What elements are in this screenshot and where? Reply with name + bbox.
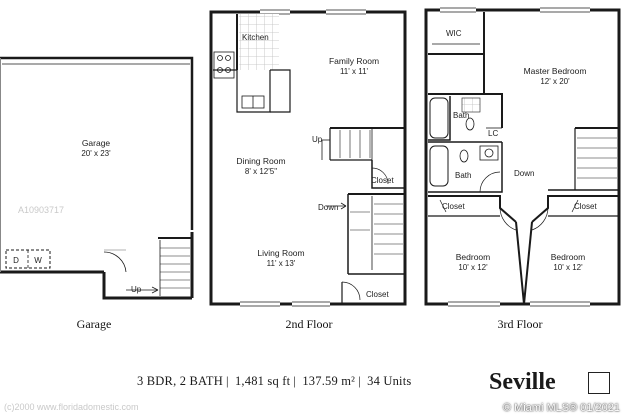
dining-room-name: Dining Room	[236, 156, 285, 166]
bedroom-two-dims: 10' x 12'	[553, 263, 583, 272]
third-closet-right-label: Closet	[574, 202, 597, 211]
second-closet-upper-label: Closet	[371, 176, 394, 185]
second-stairs-up-label: Up	[312, 135, 323, 144]
bath-lower-label: Bath	[455, 171, 471, 180]
master-bedroom-name: Master Bedroom	[524, 66, 587, 76]
living-room-name: Living Room	[257, 248, 304, 258]
second-stairs-down-label: Down	[318, 203, 338, 212]
third-floor-plan	[424, 7, 621, 307]
third-floor-label: 3rd Floor	[498, 317, 543, 331]
dining-room-dims: 8' x 12'5"	[245, 167, 277, 176]
listing-id-watermark: A10903717	[18, 205, 65, 215]
square-feet-text: 1,481 sq ft	[234, 374, 291, 388]
kitchen-label: Kitchen	[242, 33, 269, 42]
bedroom-two-name: Bedroom	[551, 252, 586, 262]
linen-closet-label: LC	[488, 129, 498, 138]
bedroom-one-dims: 10' x 12'	[458, 263, 488, 272]
unit-count-text: 34 Units	[367, 374, 412, 388]
bedrooms-baths-text: 3 BDR, 2 BATH	[137, 374, 223, 388]
bath-upper-label: Bath	[453, 111, 469, 120]
garage-room-name: Garage	[82, 138, 111, 148]
master-bedroom-dims: 12' x 20'	[540, 77, 570, 86]
unit-summary: 3 BDR, 2 BATH| 1,481 sq ft| 137.59 m²| 3…	[137, 374, 412, 388]
bedroom-one-name: Bedroom	[456, 252, 491, 262]
wic-label: WIC	[446, 29, 462, 38]
family-room-dims: 11' x 11'	[340, 67, 369, 76]
model-checkbox	[588, 372, 610, 394]
garage-stairs-up-label: Up	[131, 285, 142, 294]
family-room-name: Family Room	[329, 56, 379, 66]
second-floor-plan	[209, 9, 407, 307]
second-closet-lower-label: Closet	[366, 290, 389, 299]
living-room-dims: 11' x 13'	[267, 259, 296, 268]
site-watermark: (c)2000 www.floridadomestic.com	[4, 402, 139, 412]
garage-floor-label: Garage	[77, 317, 112, 331]
garage-room-dims: 20' x 23'	[81, 149, 111, 158]
model-name: Seville	[489, 369, 556, 395]
third-stairs-down-label: Down	[514, 169, 534, 178]
second-floor-label: 2nd Floor	[285, 317, 332, 331]
square-meters-text: 137.59 m²	[302, 374, 356, 388]
washer-label: W	[34, 256, 42, 265]
dryer-label: D	[13, 256, 19, 265]
garage-plan	[0, 56, 194, 300]
mls-badge: © Miami MLS® 01/2021	[502, 402, 620, 414]
third-closet-left-label: Closet	[442, 202, 465, 211]
